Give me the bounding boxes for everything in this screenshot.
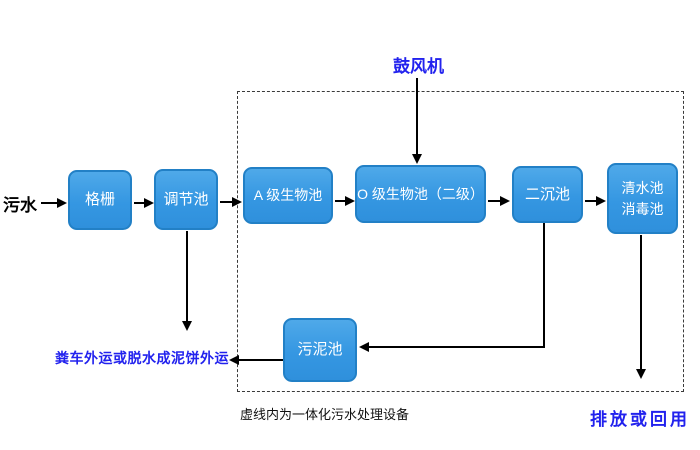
node-regulating-tank-label: 调节池 — [163, 190, 209, 208]
node-sludge-tank-label: 污泥池 — [297, 341, 343, 359]
blower-label: 鼓风机 — [393, 57, 444, 76]
node-regulating-tank: 调节池 — [154, 169, 218, 230]
node-o-bio-tank-label: O 级生物池（二级） — [357, 185, 484, 202]
node-sludge-tank: 污泥池 — [283, 318, 357, 382]
node-clean-water-tank-line2: 消毒池 — [621, 200, 664, 217]
node-clean-water-tank-line1: 清水池 — [621, 180, 664, 197]
dashed-box-caption: 虚线内为一体化污水处理设备 — [240, 407, 410, 422]
node-secondary-clarifier: 二沉池 — [512, 166, 583, 223]
node-a-bio-tank-label: A 级生物池 — [253, 187, 323, 204]
sludge-disposal-label: 粪车外运或脱水成泥饼外运 — [55, 350, 229, 366]
integrated-equipment-dashed-boundary — [237, 91, 684, 392]
node-grid: 格栅 — [68, 170, 132, 230]
discharge-label: 排放或回用 — [590, 410, 690, 429]
node-o-bio-tank: O 级生物池（二级） — [355, 165, 486, 223]
node-a-bio-tank: A 级生物池 — [243, 167, 333, 224]
influent-label: 污水 — [3, 196, 37, 215]
node-clean-water-tank: 清水池 消毒池 — [607, 163, 678, 234]
node-grid-label: 格栅 — [84, 191, 115, 209]
node-secondary-clarifier-label: 二沉池 — [524, 185, 570, 203]
